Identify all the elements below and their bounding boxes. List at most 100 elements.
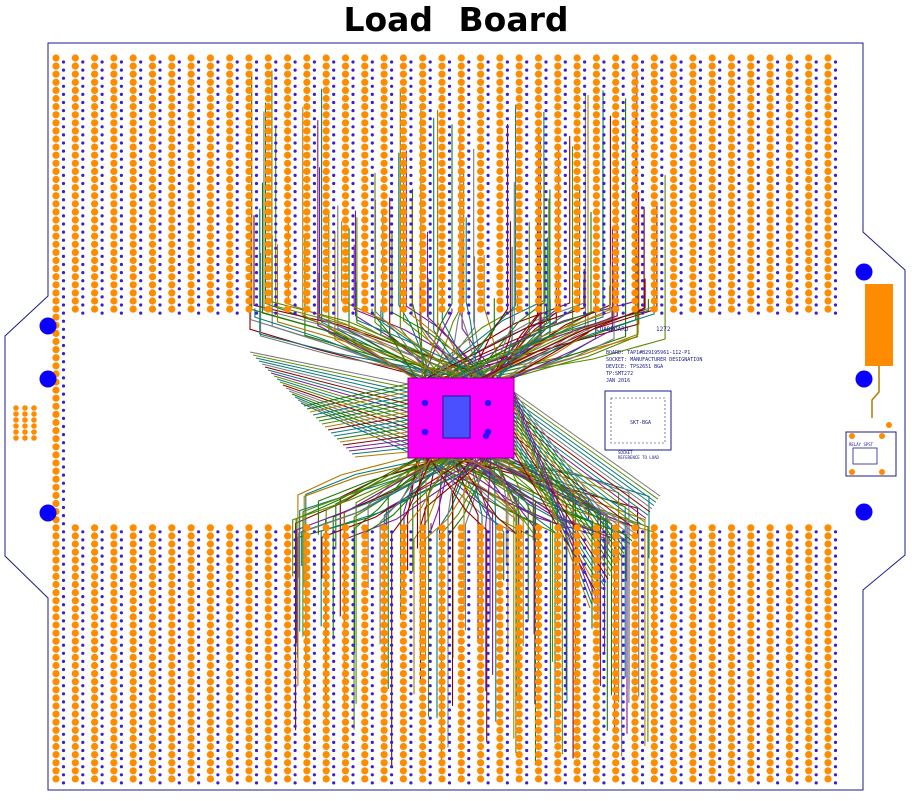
via <box>332 757 336 761</box>
via <box>544 546 548 550</box>
trace <box>258 360 409 397</box>
pad <box>573 216 581 224</box>
trace <box>345 439 409 449</box>
pad <box>129 775 137 783</box>
via <box>563 748 567 753</box>
via <box>197 173 201 177</box>
via <box>274 165 278 169</box>
via <box>119 708 123 712</box>
via <box>119 676 123 680</box>
pad <box>168 605 176 613</box>
pad <box>168 597 176 605</box>
pad <box>206 710 214 718</box>
pad <box>341 751 350 759</box>
via <box>177 76 181 80</box>
pad <box>284 273 292 281</box>
via <box>293 92 297 96</box>
via <box>583 311 587 315</box>
pad <box>554 589 562 597</box>
pad <box>592 167 601 175</box>
via <box>621 740 625 745</box>
pad <box>612 686 620 694</box>
pad <box>438 759 446 767</box>
via <box>505 100 509 105</box>
pad <box>284 726 292 734</box>
pad <box>592 532 601 540</box>
via <box>351 287 355 291</box>
pad <box>496 103 504 111</box>
pad <box>670 167 678 175</box>
pad <box>689 281 697 289</box>
via <box>177 716 181 720</box>
via <box>100 149 104 153</box>
pad <box>71 767 79 775</box>
pad <box>52 556 60 564</box>
pad <box>245 70 253 78</box>
via <box>216 68 220 72</box>
via <box>351 279 355 283</box>
pad <box>708 256 716 265</box>
pad <box>168 232 176 240</box>
pad <box>554 621 562 629</box>
pad <box>303 556 311 564</box>
pad <box>71 564 79 572</box>
pad <box>708 556 716 564</box>
pad <box>264 143 272 151</box>
via <box>486 781 490 785</box>
via <box>254 562 259 566</box>
via <box>679 684 683 688</box>
pad <box>670 135 678 143</box>
via <box>100 117 104 121</box>
via <box>583 303 587 307</box>
pad <box>206 532 214 540</box>
pad <box>361 767 369 775</box>
pad <box>631 184 639 192</box>
pad <box>612 613 620 621</box>
via <box>100 773 104 777</box>
via <box>390 667 394 672</box>
via <box>274 109 278 113</box>
via <box>61 708 66 712</box>
via <box>718 700 722 704</box>
pad <box>477 289 485 297</box>
via <box>274 271 278 275</box>
via <box>525 546 529 550</box>
via <box>640 60 645 64</box>
via <box>737 165 741 169</box>
pad <box>708 167 716 175</box>
via <box>621 692 625 696</box>
via <box>274 198 278 202</box>
pad <box>110 580 118 589</box>
pad <box>496 200 504 208</box>
via <box>235 190 239 194</box>
via <box>447 692 452 696</box>
pad <box>148 200 157 208</box>
via <box>583 238 587 242</box>
pad <box>670 248 678 256</box>
via <box>486 724 490 728</box>
pad <box>457 726 465 734</box>
via <box>640 190 645 194</box>
via <box>81 84 85 88</box>
pad <box>245 281 253 289</box>
pad <box>727 289 736 297</box>
pad <box>284 613 292 621</box>
pad <box>689 62 697 70</box>
pad <box>361 613 369 621</box>
pad <box>515 726 523 734</box>
via <box>428 595 432 599</box>
via <box>197 303 201 307</box>
pad <box>264 605 272 613</box>
pad <box>573 686 581 694</box>
pad <box>438 572 446 581</box>
via <box>254 254 259 258</box>
pad <box>496 564 504 572</box>
pad <box>650 103 658 111</box>
pad <box>168 167 176 175</box>
via <box>235 781 239 785</box>
pad <box>515 281 523 289</box>
pad <box>341 589 350 597</box>
pad <box>689 710 697 718</box>
via <box>428 262 432 267</box>
via <box>660 619 664 623</box>
